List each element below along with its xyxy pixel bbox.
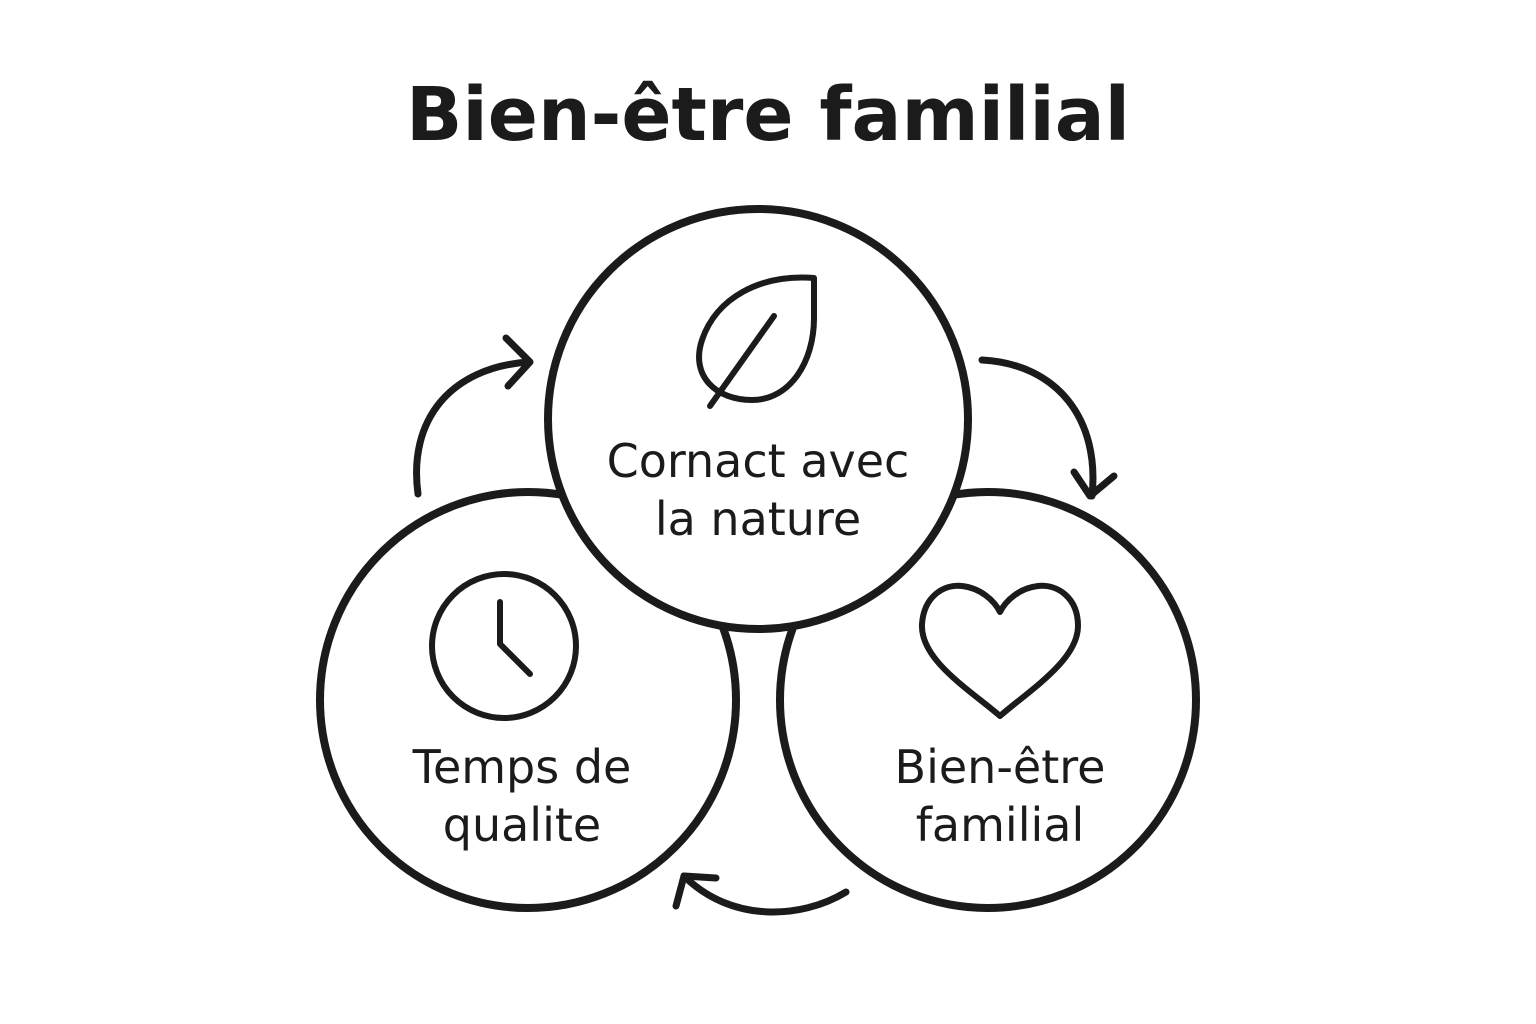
arrow-wellbeing-to-quality (672, 872, 850, 916)
node-label-line: Cornact avec (606, 434, 910, 488)
heart-icon (918, 582, 1081, 719)
node-label-wellbeing: Bien-être familial (800, 738, 1200, 854)
node-label-line: familial (915, 798, 1085, 852)
diagram-title: Bien-être familial (406, 72, 1130, 158)
clock-icon (429, 571, 579, 721)
leaf-icon (696, 274, 817, 409)
node-label-line: Bien-être (894, 740, 1106, 794)
circle-nature (544, 205, 972, 633)
node-label-quality-time: Temps de qualite (322, 738, 722, 854)
node-label-nature: Cornact avec la nature (558, 432, 958, 548)
node-label-line: Temps de (412, 740, 632, 794)
circle-wellbeing (776, 488, 1200, 912)
node-label-line: qualite (442, 798, 602, 852)
arrow-quality-to-nature (413, 334, 534, 498)
arrow-nature-to-wellbeing (978, 356, 1118, 500)
circle-quality-time (316, 488, 740, 912)
node-label-line: la nature (654, 492, 862, 546)
